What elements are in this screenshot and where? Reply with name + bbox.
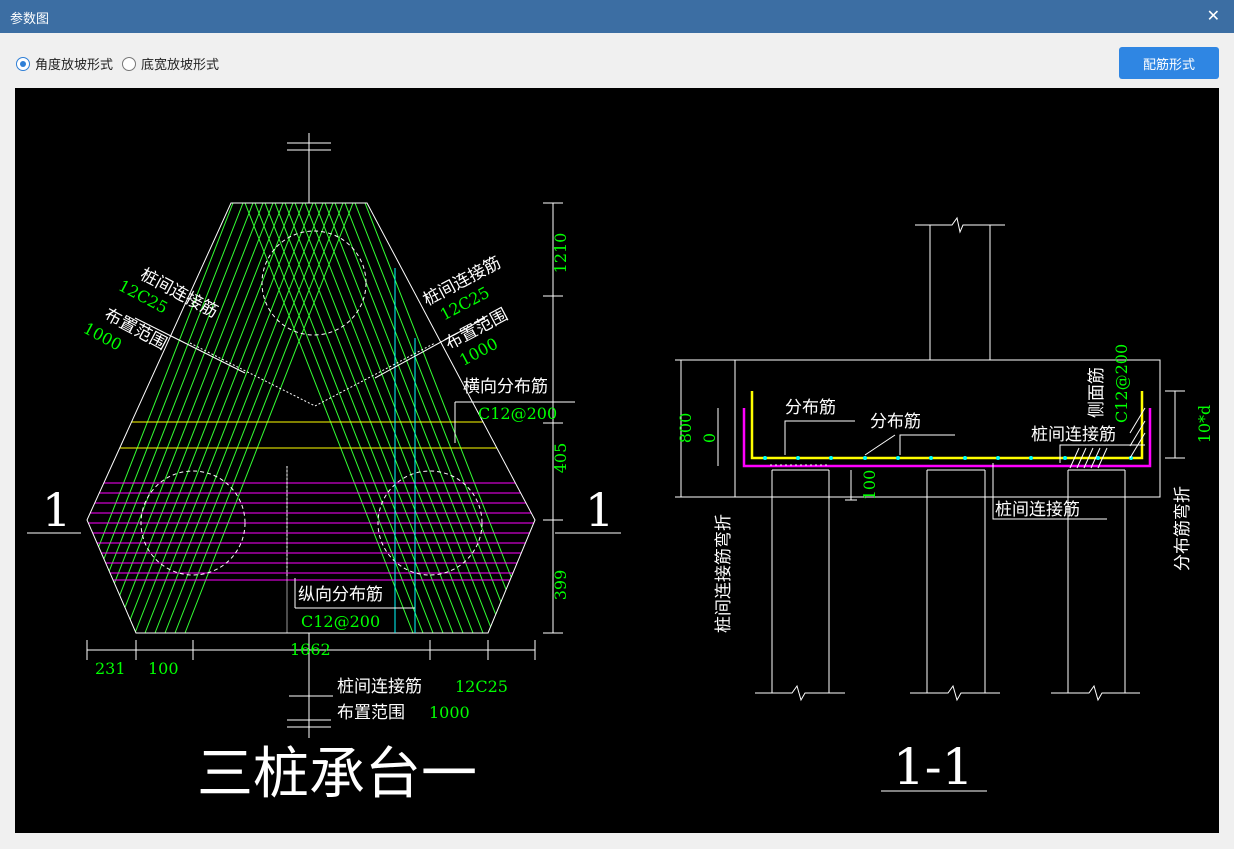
link-bend-label: 桩间连接筋弯折: [714, 514, 734, 633]
dim-section-100: 100: [860, 470, 879, 501]
radio-width-slope-label[interactable]: 底宽放坡形式: [141, 58, 220, 73]
cad-drawing: 1 1 1210 405 399 231 100 1662 桩间连接筋 12C2…: [27, 133, 1214, 807]
section-title: 1-1: [893, 738, 974, 796]
bottom-range-label: 布置范围: [337, 703, 405, 723]
bottom-range-value: 1000: [429, 703, 470, 722]
dim-1210: 1210: [551, 233, 570, 274]
rebar-dots: [763, 456, 1133, 460]
slope-mode-radio-group: 角度放坡形式 底宽放坡形式: [16, 54, 228, 73]
longitudinal-rebar-label: 纵向分布筋: [298, 585, 383, 605]
rebar-form-button[interactable]: 配筋形式: [1119, 47, 1219, 79]
dist-rebar-label-1: 分布筋: [785, 398, 836, 418]
transverse-rebar-label: 横向分布筋: [463, 377, 548, 397]
dim-231: 231: [95, 659, 126, 678]
dim-405: 405: [551, 443, 570, 474]
dim-399: 399: [551, 570, 570, 601]
drawing-canvas: 1 1 1210 405 399 231 100 1662 桩间连接筋 12C2…: [15, 88, 1219, 833]
dist-rebar-label-2: 分布筋: [870, 412, 921, 432]
dim-800: 800: [676, 413, 695, 444]
radio-angle-slope-label[interactable]: 角度放坡形式: [35, 58, 114, 73]
title-bar: 参数图 ✕: [0, 0, 1234, 33]
dist-bend-label: 分布筋弯折: [1173, 486, 1193, 571]
side-rebar-spec: C12@200: [1112, 344, 1131, 423]
longitudinal-rebar-spec: C12@200: [301, 612, 380, 631]
window-title: 参数图: [10, 12, 50, 27]
link-rebar-bottom-label: 桩间连接筋: [995, 500, 1080, 520]
link-rebar-label: 桩间连接筋: [1031, 425, 1116, 445]
section-mark-right: 1: [585, 483, 614, 537]
close-icon[interactable]: ✕: [1206, 6, 1220, 25]
toolbar: 角度放坡形式 底宽放坡形式 配筋形式: [0, 33, 1234, 88]
radio-angle-slope[interactable]: 角度放坡形式: [16, 54, 113, 73]
radio-width-slope[interactable]: 底宽放坡形式: [122, 54, 219, 73]
radio-dot-icon[interactable]: [16, 56, 30, 71]
section-view: 分布筋 分布筋 桩间连接筋 桩间连接筋 侧面筋 C12@200 桩间连接筋弯折 …: [675, 216, 1214, 796]
bottom-link-rebar-spec: 12C25: [455, 677, 508, 696]
side-rebar-label: 侧面筋: [1087, 367, 1107, 418]
transverse-rebar-spec: C12@200: [478, 404, 557, 423]
dim-1662: 1662: [290, 640, 331, 659]
dim-100: 100: [148, 659, 179, 678]
dim-10d: 10*d: [1195, 405, 1214, 444]
dim-0: 0: [700, 433, 719, 443]
plan-view: 1 1 1210 405 399 231 100 1662 桩间连接筋 12C2…: [27, 133, 621, 807]
section-mark-left: 1: [42, 483, 71, 537]
bottom-link-rebar-label: 桩间连接筋: [337, 677, 422, 697]
radio-dot-icon[interactable]: [122, 56, 137, 71]
plan-title: 三桩承台一: [197, 742, 477, 807]
